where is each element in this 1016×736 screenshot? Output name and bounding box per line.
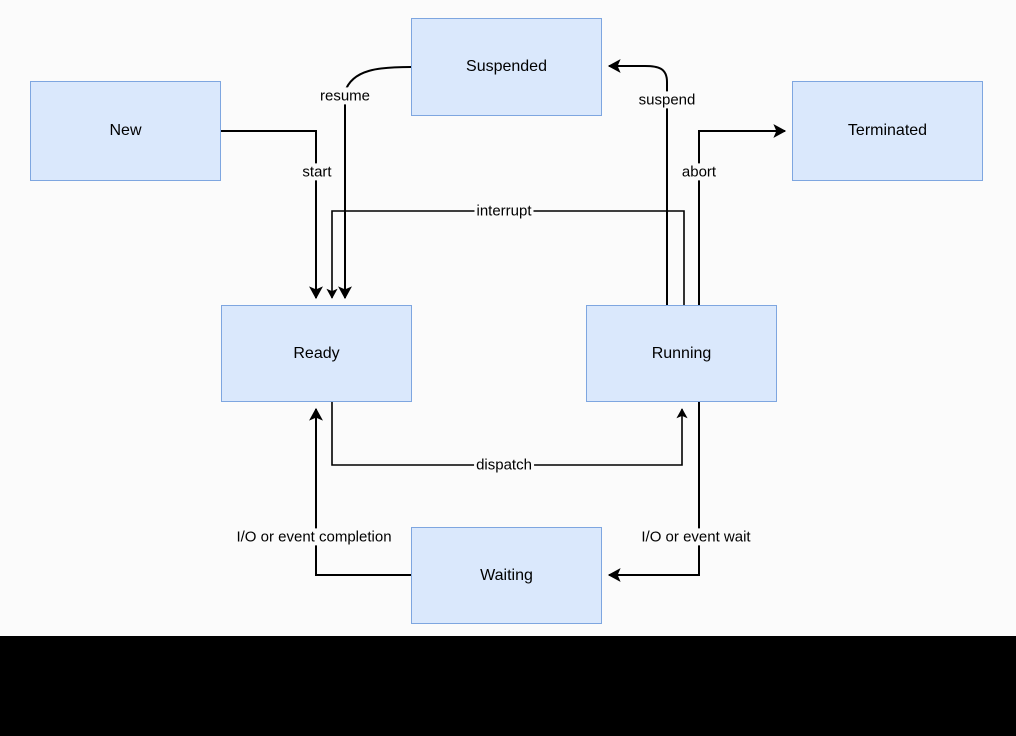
edge-label-suspend: suspend <box>636 91 698 109</box>
node-waiting-label: Waiting <box>480 566 533 584</box>
node-ready-label: Ready <box>293 344 340 362</box>
edge-io-completion-path <box>309 407 411 576</box>
node-ready[interactable]: Ready <box>221 305 412 402</box>
edge-suspend-path <box>607 59 668 305</box>
edge-interrupt-path <box>326 210 685 305</box>
edge-start-path <box>221 130 323 300</box>
node-running[interactable]: Running <box>586 305 777 402</box>
bottom-letterbox <box>0 636 1016 736</box>
node-suspended[interactable]: Suspended <box>411 18 602 116</box>
edge-label-io-wait: I/O or event wait <box>639 528 753 546</box>
node-new[interactable]: New <box>30 81 221 181</box>
edge-label-resume: resume <box>317 87 373 105</box>
node-new-label: New <box>109 122 142 140</box>
node-terminated-label: Terminated <box>847 122 928 140</box>
node-waiting[interactable]: Waiting <box>411 527 602 624</box>
edge-abort-path <box>698 124 787 305</box>
node-running-label: Running <box>651 344 712 362</box>
edge-label-dispatch: dispatch <box>474 456 534 474</box>
diagram-canvas: New Suspended Terminated Ready Running W… <box>0 0 1016 636</box>
edge-io-wait-path <box>607 402 700 582</box>
edge-label-abort: abort <box>679 163 719 181</box>
edge-label-start: start <box>300 163 334 181</box>
node-terminated[interactable]: Terminated <box>792 81 983 181</box>
edge-label-io-completion: I/O or event completion <box>234 528 394 546</box>
edge-label-interrupt: interrupt <box>474 202 534 220</box>
node-suspended-label: Suspended <box>466 58 547 76</box>
